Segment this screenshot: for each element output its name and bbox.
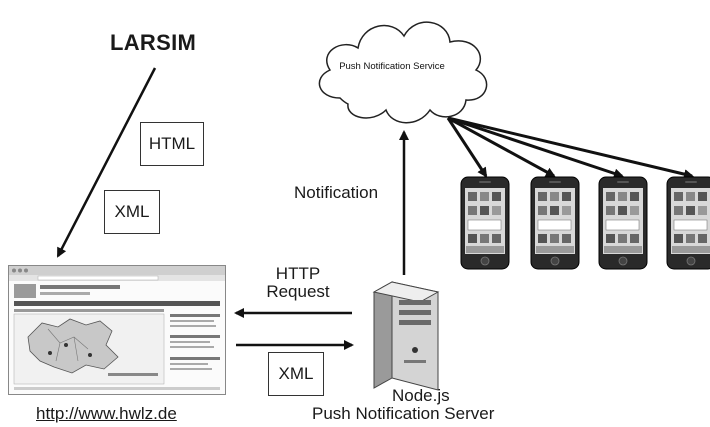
smartphone-icon bbox=[666, 176, 710, 270]
push-arrow-1 bbox=[446, 117, 488, 178]
server-role: Push Notification Server bbox=[312, 404, 495, 423]
push-arrow-2 bbox=[447, 116, 556, 178]
server-icon bbox=[372, 281, 440, 391]
html-document-box: HTML bbox=[140, 122, 204, 166]
website-screenshot bbox=[8, 265, 226, 395]
http-request-line1: HTTP bbox=[275, 264, 321, 283]
http-request-label: HTTP Request bbox=[258, 265, 338, 301]
website-url-link[interactable]: http://www.hwlz.de bbox=[36, 404, 177, 423]
smartphone-icon bbox=[460, 176, 510, 270]
cloud-label: Push Notification Service bbox=[339, 61, 445, 72]
push-arrow-4 bbox=[447, 116, 694, 180]
larsim-to-website-arrow bbox=[56, 67, 157, 258]
http-request-line2: Request bbox=[266, 282, 330, 301]
notification-label: Notification bbox=[294, 183, 379, 202]
smartphone-icon bbox=[530, 176, 580, 270]
smartphone-icon bbox=[598, 176, 648, 270]
cloud-shape bbox=[318, 21, 488, 124]
push-arrow-3 bbox=[447, 116, 624, 179]
xml-document-box: XML bbox=[104, 190, 160, 234]
xml-response-box: XML bbox=[268, 352, 324, 396]
server-name: Node.js bbox=[392, 386, 450, 405]
larsim-title: LARSIM bbox=[110, 30, 197, 55]
